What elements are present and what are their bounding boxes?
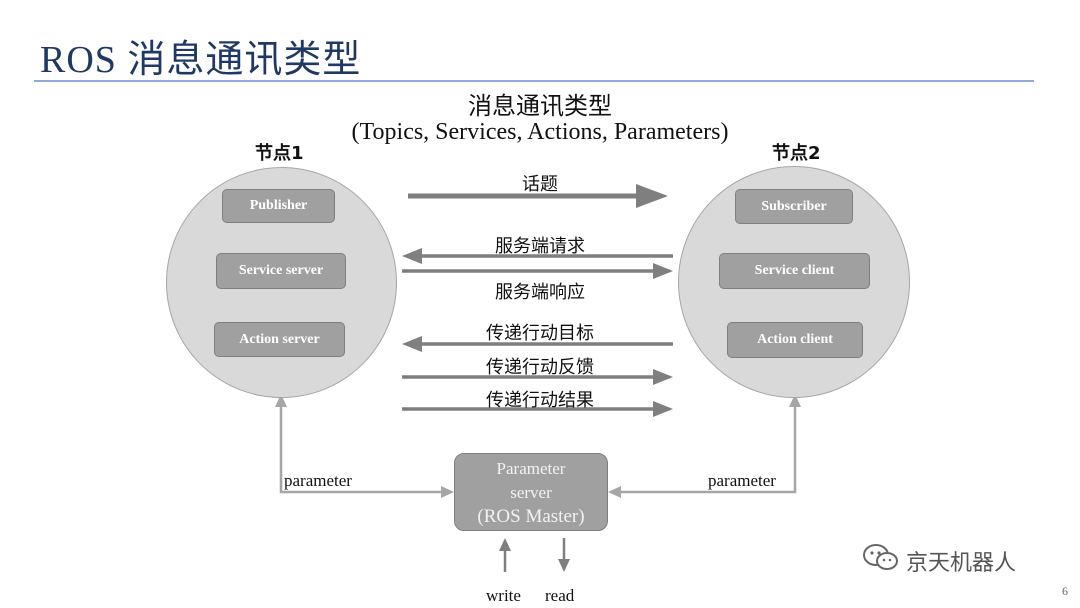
parameter-left-connector [275, 394, 454, 498]
action-feedback-arrow [402, 369, 673, 385]
subscriber-box: Subscriber [735, 189, 853, 224]
watermark: 京天机器人 [862, 543, 1017, 579]
service-client-box: Service client [719, 253, 870, 289]
service-request-arrow [402, 248, 673, 264]
topic-arrow [408, 184, 668, 208]
title-divider [34, 80, 1034, 82]
slide-title: ROS 消息通讯类型 [40, 39, 362, 81]
read-label: read [545, 586, 575, 605]
write-label: write [486, 586, 521, 605]
service-response-arrow [402, 263, 673, 279]
parameter-right-label: parameter [708, 471, 776, 490]
service-request-label: 服务端请求 [495, 236, 585, 257]
topic-label: 话题 [522, 174, 558, 195]
watermark-text: 京天机器人 [906, 551, 1017, 576]
action-goal-arrow [402, 336, 673, 352]
parameter-server-line2: server [510, 483, 552, 502]
page-number: 6 [1062, 584, 1068, 598]
service-response-label: 服务端响应 [495, 282, 585, 303]
parameter-left-label: parameter [284, 471, 352, 490]
diagram-title: 消息通讯类型 [468, 92, 612, 120]
action-client-box: Action client [727, 322, 863, 358]
service-server-box: Service server [216, 253, 346, 289]
diagram-subtitle: (Topics, Services, Actions, Parameters) [351, 119, 729, 145]
publisher-box: Publisher [222, 189, 335, 223]
action-server-box: Action server [214, 322, 345, 357]
wechat-icon [862, 543, 900, 579]
parameter-server-box: Parameter server (ROS Master) [454, 453, 608, 531]
parameter-right-connector [608, 394, 801, 498]
read-arrow [558, 538, 570, 572]
parameter-server-line1: Parameter [496, 459, 566, 478]
node2-label: 节点2 [772, 143, 821, 164]
action-goal-label: 传递行动目标 [486, 323, 594, 344]
parameter-server-line3: (ROS Master) [477, 506, 585, 527]
node1-label: 节点1 [255, 143, 304, 164]
action-result-label: 传递行动结果 [486, 390, 594, 411]
write-arrow [499, 538, 511, 572]
action-result-arrow [402, 401, 673, 417]
action-feedback-label: 传递行动反馈 [486, 357, 594, 378]
